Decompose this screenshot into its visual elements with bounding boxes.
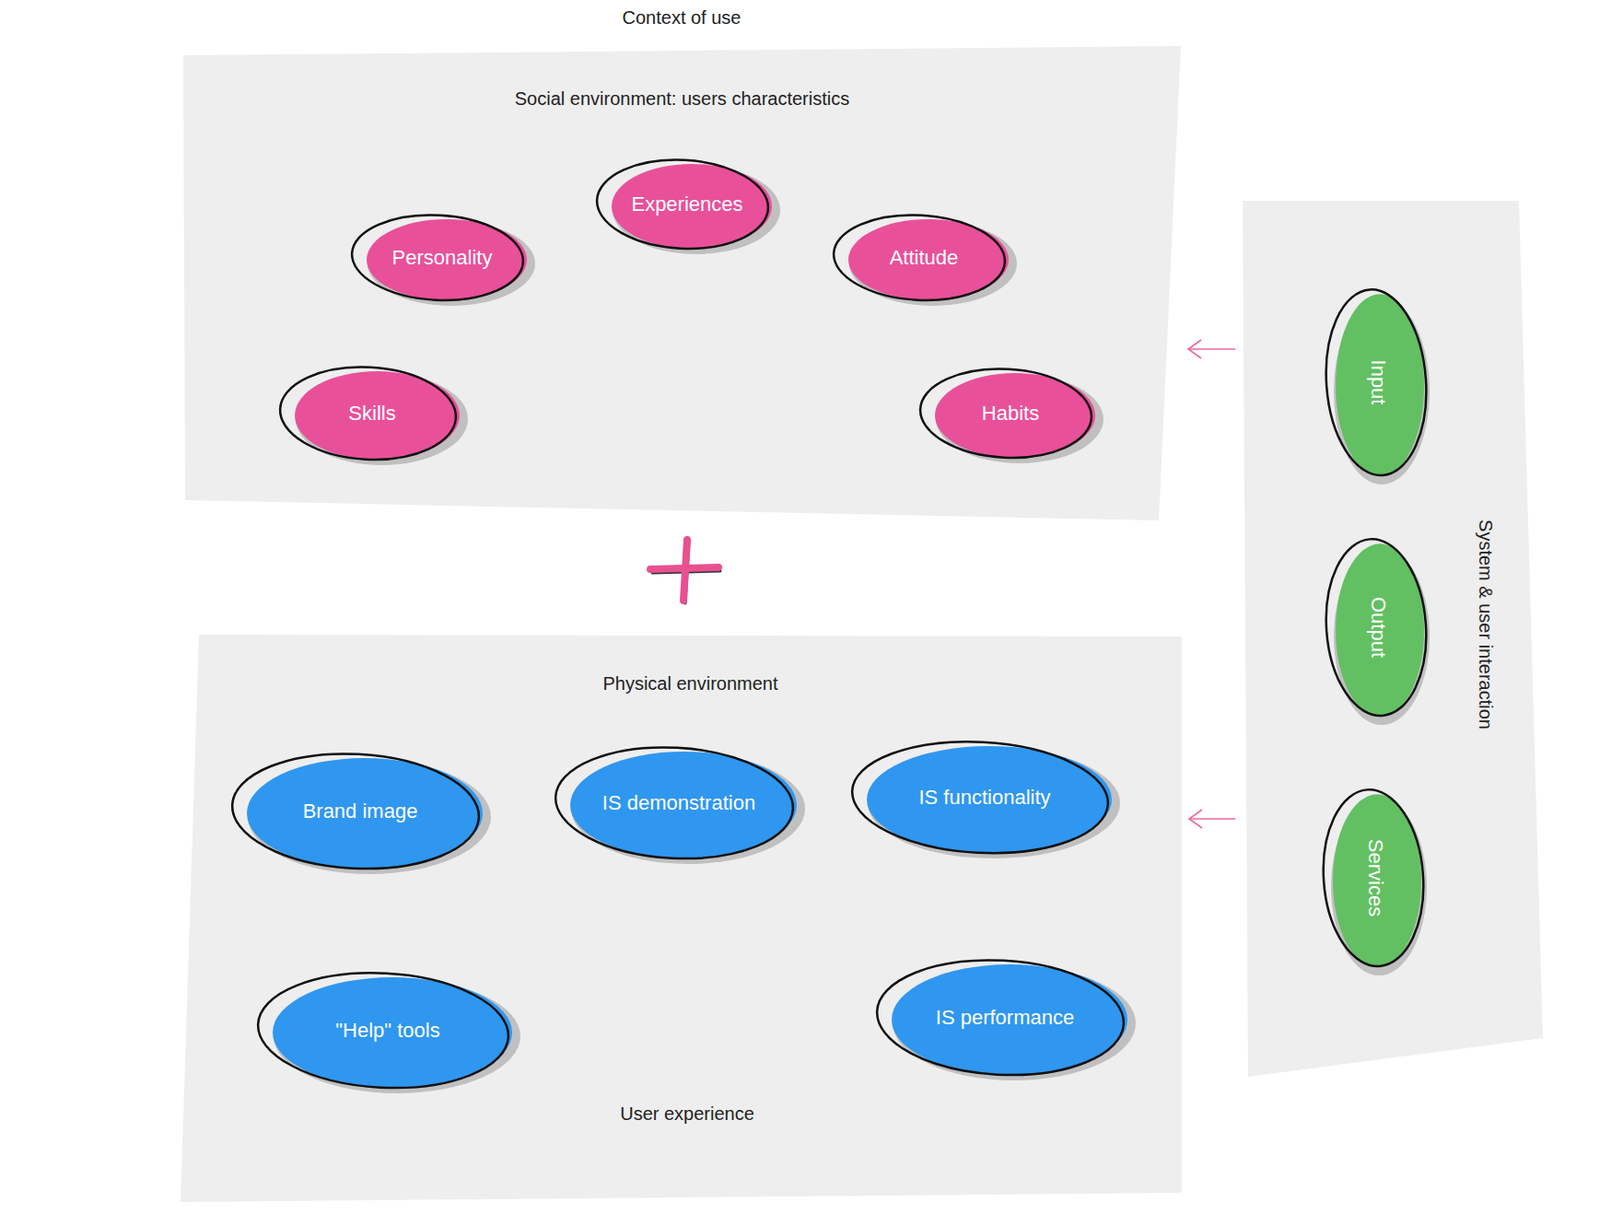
blue-ellipse: Brand image <box>234 750 486 873</box>
panel-heading: Social environment: users characteristic… <box>183 88 1181 110</box>
blue-ellipse: IS demonstration <box>558 744 800 863</box>
environment-panel: Social environment: users characteristic… <box>183 46 1181 521</box>
plus-sign <box>650 539 721 604</box>
pink-ellipse: Skills <box>282 363 463 464</box>
blue-ellipse: IS functionality <box>854 738 1115 857</box>
panel-heading: System & user interaction <box>1474 519 1496 730</box>
interaction-panel: System & user interaction InputOutputServ… <box>1242 200 1543 1077</box>
interaction-arrow <box>1189 809 1236 829</box>
green-ellipse: Output <box>1326 535 1430 720</box>
panel-heading: Physical environment <box>198 673 1182 695</box>
pink-ellipse: Personality <box>354 211 530 304</box>
pink-ellipse: Experiences <box>599 156 775 253</box>
pink-ellipse: Habits <box>922 365 1098 462</box>
blue-ellipse: "Help" tools <box>260 969 515 1092</box>
caption-label: User experience <box>552 1103 822 1125</box>
interaction-arrow <box>1188 339 1236 359</box>
blue-ellipse: IS performance <box>879 957 1131 1079</box>
green-ellipse: Input <box>1326 285 1430 479</box>
diagram-title: Context of use <box>0 7 1364 29</box>
pink-ellipse: Attitude <box>836 211 1012 304</box>
green-ellipse: Services <box>1323 785 1427 970</box>
